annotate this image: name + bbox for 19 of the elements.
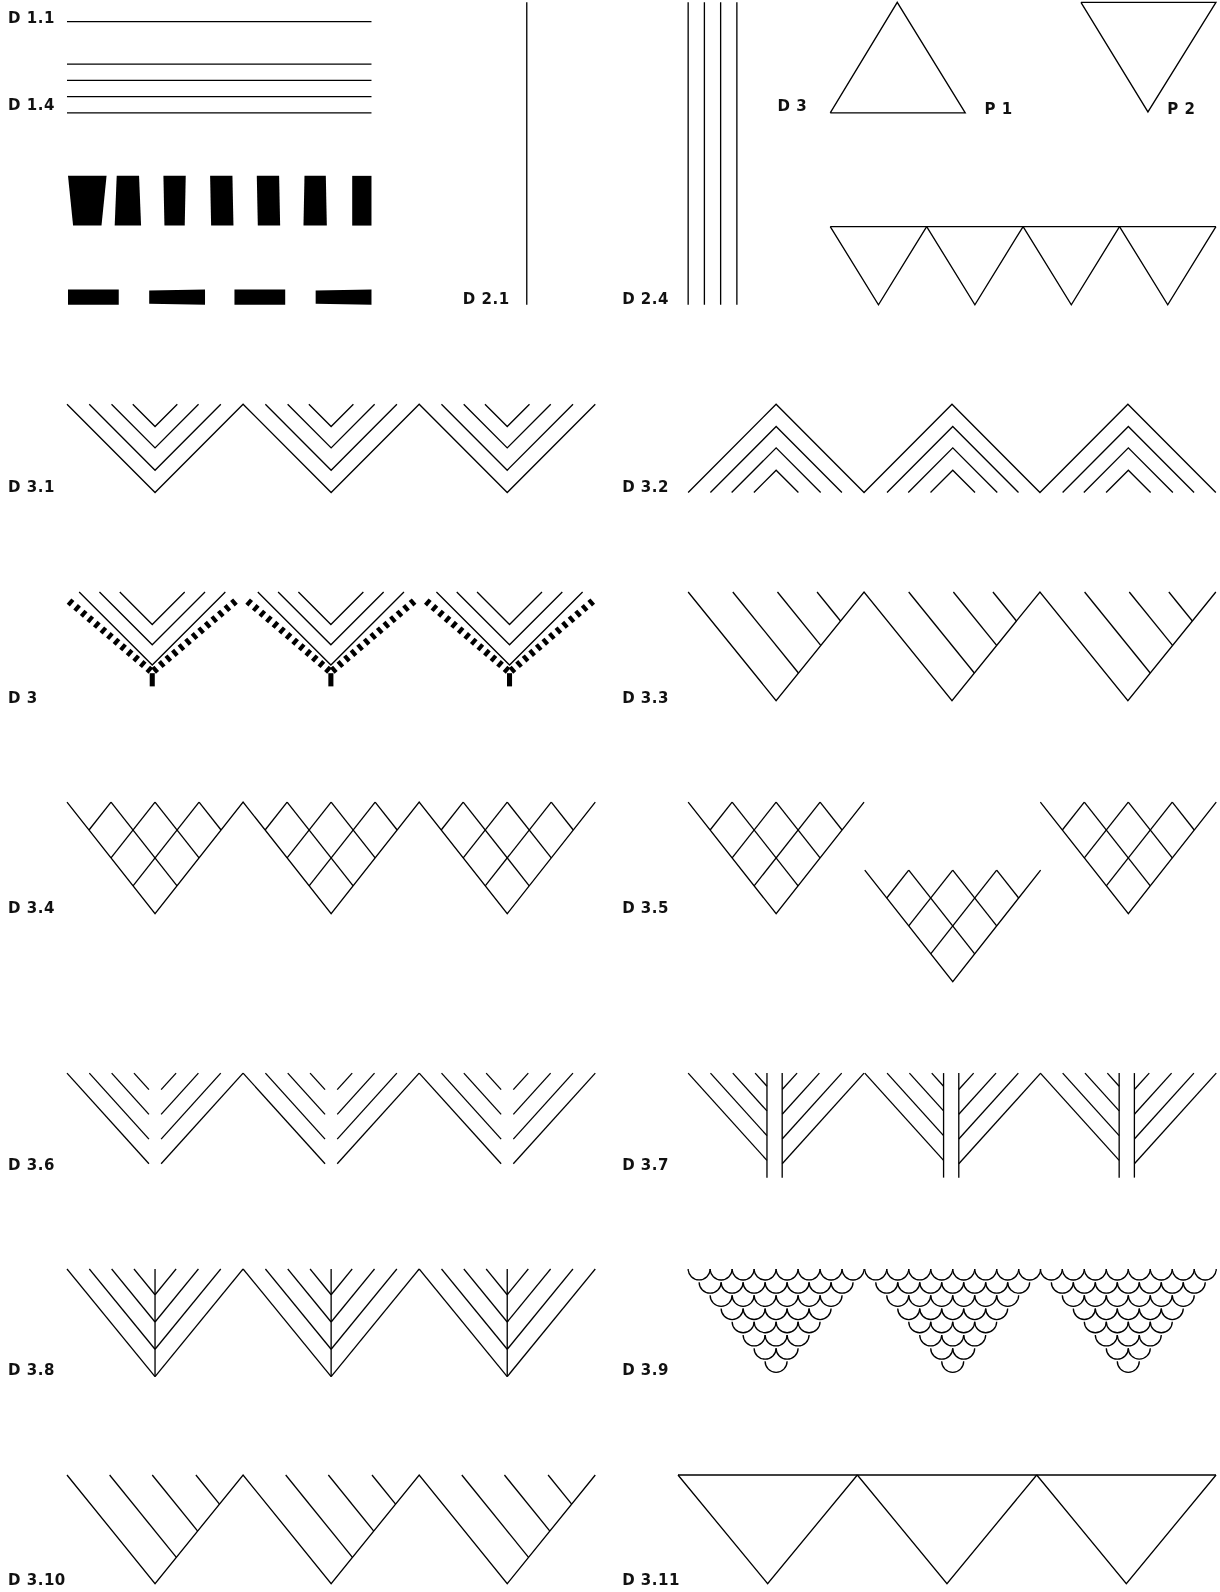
pattern-code: D 3 bbox=[777, 97, 808, 116]
pattern-code: D 2.1 bbox=[462, 290, 510, 309]
pattern-code: D 3.5 bbox=[622, 899, 669, 918]
pattern-code: D 3.4 bbox=[8, 899, 55, 918]
pattern-code: D 3.8 bbox=[8, 1361, 55, 1380]
pattern-code: D 3.7 bbox=[622, 1156, 669, 1175]
pattern-code: D 3.11 bbox=[622, 1571, 680, 1590]
pattern-code: P 1 bbox=[984, 100, 1013, 119]
pattern-code: D 3.6 bbox=[8, 1156, 55, 1175]
pattern-code: P 2 bbox=[1167, 100, 1196, 119]
pattern-code: D 1.1 bbox=[8, 9, 55, 28]
pattern-code: D 3 bbox=[8, 689, 38, 708]
pattern-code: D 3.10 bbox=[8, 1571, 66, 1590]
pattern-code: D 3.3 bbox=[622, 689, 669, 708]
pattern-code: D 3.9 bbox=[622, 1361, 669, 1380]
pattern-code: D 2.4 bbox=[622, 290, 669, 309]
pattern-code: D 1.4 bbox=[8, 96, 55, 115]
pattern-code: D 3.2 bbox=[622, 478, 669, 497]
pattern-code: D 3.1 bbox=[8, 478, 55, 497]
